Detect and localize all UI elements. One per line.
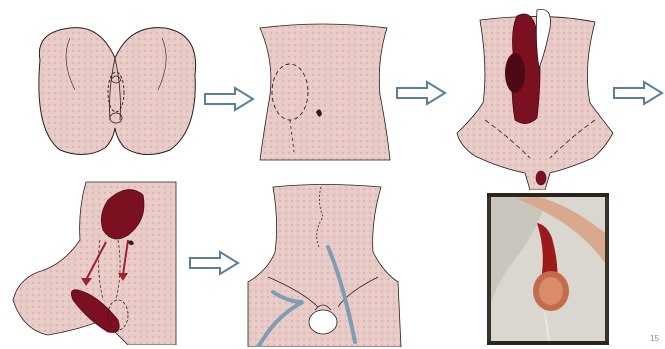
right-arrow-2: [395, 80, 447, 111]
right-arrow-1: [203, 86, 255, 117]
panel-perineum-defect: [30, 20, 205, 160]
panel-flap-transposition: [8, 180, 180, 345]
panel-closure-result: [243, 182, 403, 347]
panel-flap-raised: [455, 8, 615, 190]
slide-number: 15: [650, 334, 659, 343]
panel-abdomen-marking: [252, 20, 397, 165]
right-arrow-4: [188, 250, 240, 281]
panel-intraoperative-photo: [487, 193, 609, 345]
right-arrow-3: [612, 80, 665, 111]
